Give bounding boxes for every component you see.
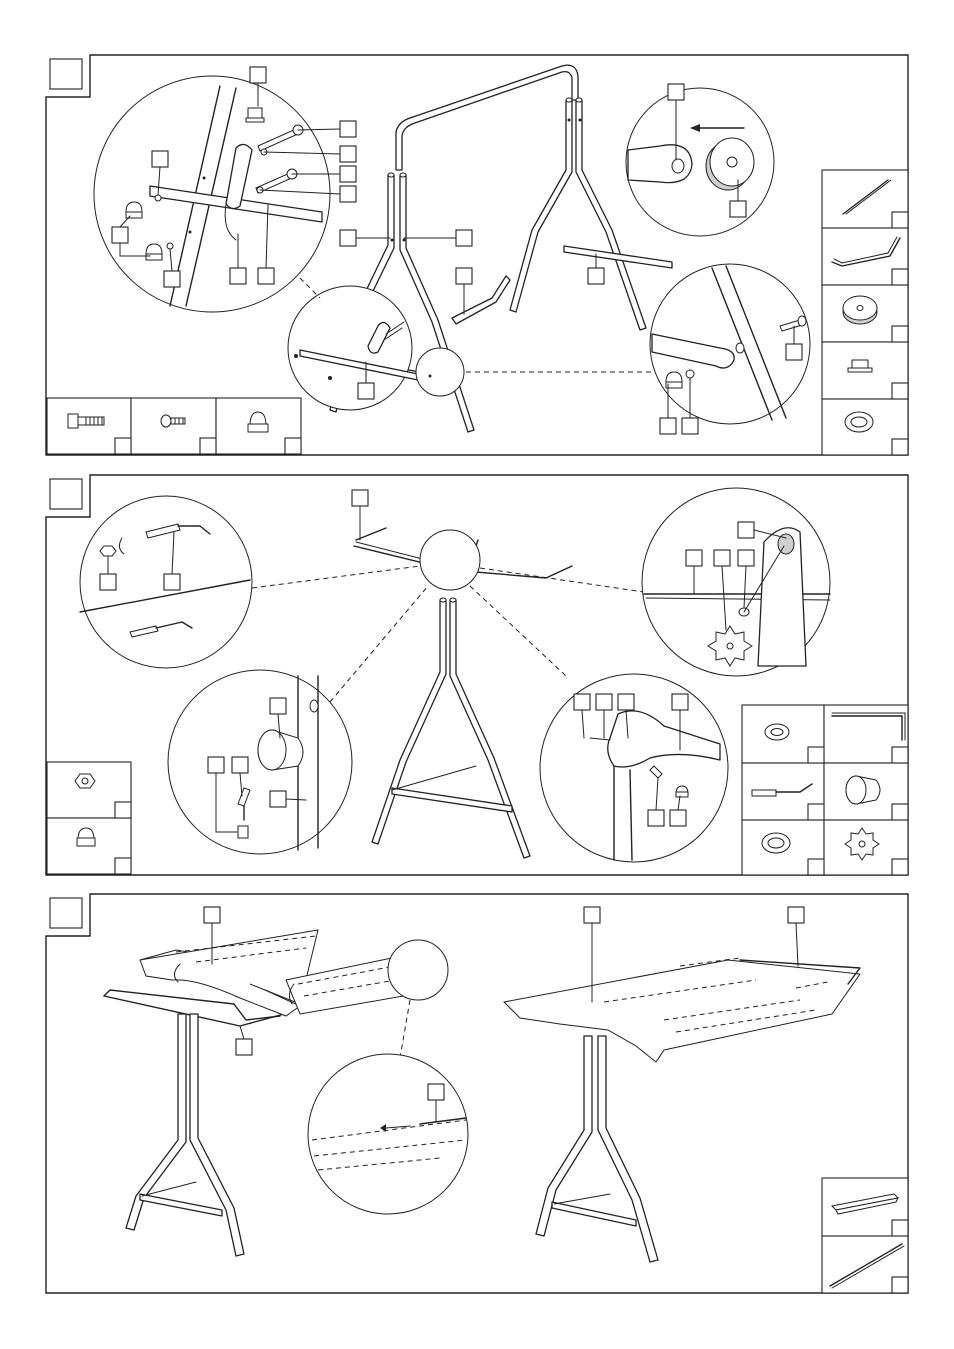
- detail-circle-star-knob: [641, 487, 831, 677]
- board-cover-part-icon: [830, 1193, 900, 1215]
- star-knob-part-icon: [844, 827, 880, 861]
- detail-circle-grip-cap: [167, 669, 353, 855]
- step-3-callouts: [203, 906, 805, 1123]
- bent-rod-part-icon: [831, 236, 901, 267]
- screw-icon: [779, 315, 807, 332]
- step-1-hardware-strip: [46, 397, 302, 455]
- detail-circle-joint-small: [415, 347, 465, 397]
- bent-bolt-part-icon: [751, 783, 813, 797]
- washer-disc-part-icon: [842, 295, 878, 325]
- star-knob-part-icon: [707, 625, 753, 667]
- step-2-hardware-strip: [46, 761, 132, 875]
- cap-nut-icon: [247, 411, 269, 433]
- bolt-icon: [257, 124, 304, 152]
- ring-washer-part-icon: [844, 411, 874, 433]
- plug-cap-part-icon: [847, 359, 873, 373]
- step-1-number-box: [49, 58, 83, 90]
- grip-cap-part-icon: [845, 775, 881, 805]
- bolt-icon: [67, 413, 105, 429]
- finished-board-assembly: [502, 957, 861, 1263]
- long-rod-part-icon: [829, 1243, 905, 1289]
- step-2-callouts: [99, 489, 787, 833]
- plug-cap-part-icon: [245, 107, 265, 123]
- ring-washer-part-icon: [761, 832, 791, 854]
- stand-frame-step-2: [353, 527, 573, 859]
- washer-part-icon: [764, 723, 790, 741]
- detail-circle-washer-fit: [625, 87, 775, 237]
- cap-nut-icon: [76, 827, 96, 847]
- step-3-parts-column: [821, 1177, 909, 1294]
- detail-circle-bolt-assembly: [93, 75, 331, 313]
- hex-nut-icon: [74, 773, 96, 789]
- step-1-callouts: [111, 66, 803, 435]
- detail-circle-crossbar-joint: [287, 285, 419, 411]
- u-rod-part-icon: [831, 712, 906, 741]
- hex-nut-icon: [99, 545, 117, 557]
- screw-icon: [160, 414, 186, 428]
- step-1-panel: [45, 54, 909, 456]
- cap-nut-icon: [675, 785, 689, 798]
- step-1-parts-column: [821, 169, 909, 456]
- cap-nut-icon: [145, 243, 163, 261]
- detail-circle-rod-insert: [307, 1053, 469, 1215]
- step-2-parts-grid: [741, 704, 909, 876]
- step-3-panel: [45, 893, 909, 1294]
- cap-nut-icon: [125, 201, 143, 219]
- cap-nut-icon: [665, 371, 683, 389]
- step-3-number-box: [49, 897, 83, 929]
- step-2-number-box: [49, 478, 83, 510]
- step-2-panel: [45, 474, 909, 876]
- cover-fitting-assembly: [103, 929, 449, 1257]
- crossbar-part-icon: [842, 179, 892, 215]
